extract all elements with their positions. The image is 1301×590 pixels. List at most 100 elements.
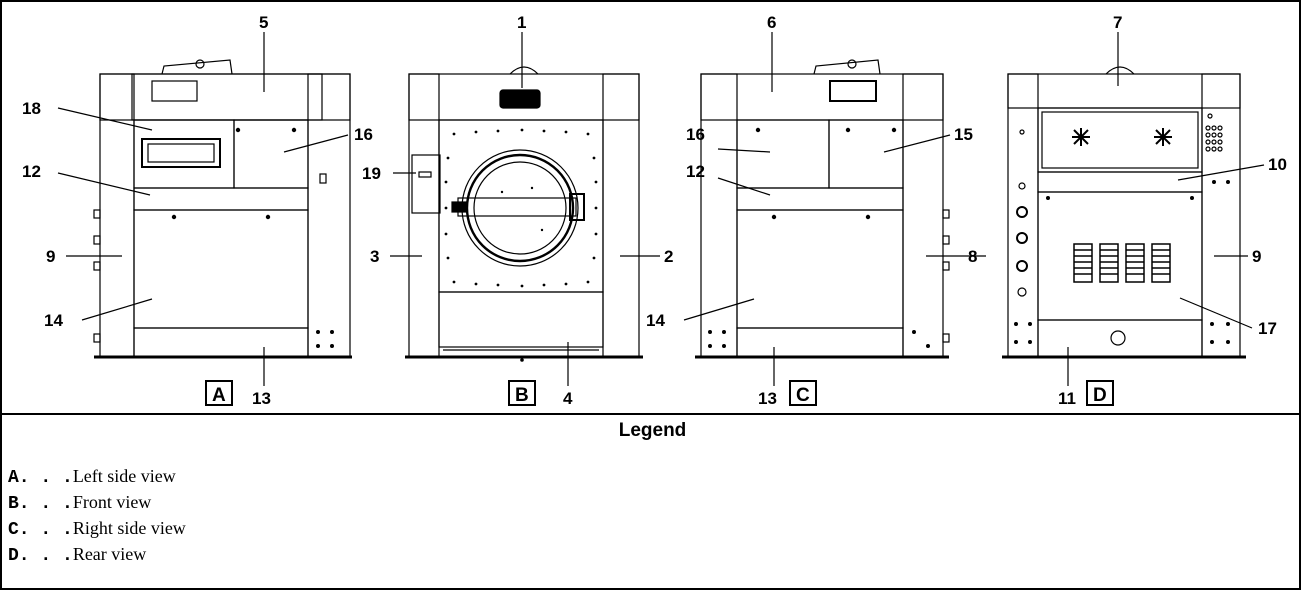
callout-17: 17 (1258, 319, 1277, 338)
view-b-front (405, 66, 643, 362)
view-letter-d: D (1093, 385, 1107, 406)
a-top-knob (195, 59, 205, 69)
legend-item: A. . .Left side view (8, 463, 186, 489)
legend-code: A. . . (8, 468, 73, 488)
d-left-fittings (1016, 129, 1028, 297)
a-left-post (99, 73, 135, 358)
legend-code: C. . . (8, 520, 73, 540)
callout-14-a: 14 (44, 311, 63, 330)
d-keypad (1205, 113, 1223, 152)
view-box-a (205, 380, 233, 406)
b-side-box (411, 154, 441, 214)
d-control-panel (1037, 107, 1203, 173)
d-top-beam (1007, 73, 1241, 109)
callout-9-d: 9 (1252, 247, 1261, 266)
d-lower-panel (1037, 191, 1203, 321)
callout-13-c: 13 (758, 389, 777, 408)
callout-10: 10 (1268, 155, 1287, 174)
c-lower-panel (736, 209, 904, 329)
b-logo-plate (499, 89, 541, 109)
callout-numbers: 5 1 6 7 18 16 16 15 12 19 12 10 9 3 2 8 … (22, 13, 1287, 408)
view-a-left-side (93, 59, 352, 359)
d-drain (1110, 330, 1126, 346)
callout-15: 15 (954, 125, 973, 144)
callout-14-c: 14 (646, 311, 665, 330)
legend-text: Rear view (72, 544, 147, 564)
callout-4: 4 (563, 389, 573, 408)
a-upper-panel-right (233, 119, 309, 189)
b-door-handle-bar (457, 197, 577, 217)
b-door-mid (465, 153, 575, 263)
c-right-post (902, 73, 944, 358)
b-left-post (408, 73, 440, 358)
callout-16-c: 16 (686, 125, 705, 144)
legend-title: Legend (618, 420, 687, 441)
a-bottom-panel (133, 327, 309, 358)
d-left-post (1007, 73, 1039, 358)
callout-9-a: 9 (46, 247, 55, 266)
view-labels: A B C D (205, 380, 1114, 406)
a-top-window (151, 80, 198, 102)
c-left-post (700, 73, 738, 358)
d-bottom-panel (1037, 319, 1203, 358)
legend-item: C. . .Right side view (8, 515, 186, 541)
d-fan-left (1072, 128, 1090, 146)
legend-divider (2, 413, 1301, 415)
c-upper-panel-left (736, 119, 830, 189)
machine-views-diagram: 5 1 6 7 18 16 16 15 12 19 12 10 9 3 2 8 … (22, 13, 1287, 408)
b-bolt-ring (444, 128, 598, 288)
b-right-post (602, 73, 640, 358)
legend-text: Front view (72, 492, 152, 512)
d-vent-grille (1073, 243, 1171, 283)
legend-item: D. . .Rear view (8, 541, 186, 567)
view-d-rear (1002, 66, 1246, 359)
legend-item: B. . .Front view (8, 489, 186, 515)
callout-5: 5 (259, 13, 268, 32)
callout-12-c: 12 (686, 162, 705, 181)
callout-1: 1 (517, 13, 526, 32)
a-top-beam (99, 73, 351, 121)
c-mid-band (736, 187, 904, 211)
callout-12-a: 12 (22, 162, 41, 181)
view-box-c (789, 380, 817, 406)
a-louver-inner (147, 143, 215, 163)
b-door-outer (461, 149, 579, 267)
callout-13-a: 13 (252, 389, 271, 408)
a-mid-band (133, 187, 309, 211)
legend-list: A. . .Left side view B. . .Front view C.… (8, 463, 186, 567)
legend-code: B. . . (8, 494, 73, 514)
b-door-inner (473, 161, 567, 255)
view-letter-a: A (212, 385, 226, 406)
b-top-dome (509, 66, 539, 75)
a-right-post (307, 73, 351, 358)
a-top-bracket (161, 59, 233, 75)
legend-text: Right side view (72, 518, 186, 538)
view-letter-c: C (796, 385, 810, 406)
b-door-latch (569, 193, 585, 221)
d-fan-right (1154, 128, 1172, 146)
callout-3: 3 (370, 247, 379, 266)
view-c-right-side (695, 59, 950, 359)
a-lower-panel (133, 209, 309, 329)
d-band (1037, 171, 1203, 193)
d-top-dome (1105, 66, 1135, 75)
a-louver (141, 138, 221, 168)
b-lower-panel (438, 291, 604, 348)
legend-text: Left side view (72, 466, 176, 486)
c-top-bracket (813, 59, 881, 75)
callout-11: 11 (1058, 389, 1076, 408)
leader-lines (57, 32, 1265, 386)
view-box-b (508, 380, 536, 406)
callout-19: 19 (362, 164, 381, 183)
view-box-d (1086, 380, 1114, 406)
view-letter-b: B (515, 385, 529, 406)
callout-16-a: 16 (354, 125, 373, 144)
callout-7: 7 (1113, 13, 1122, 32)
callout-8: 8 (968, 247, 977, 266)
legend-code: D. . . (8, 546, 73, 566)
b-door-hinge (451, 201, 467, 213)
callout-18: 18 (22, 99, 41, 118)
callout-6: 6 (767, 13, 776, 32)
c-top-window (829, 80, 877, 102)
